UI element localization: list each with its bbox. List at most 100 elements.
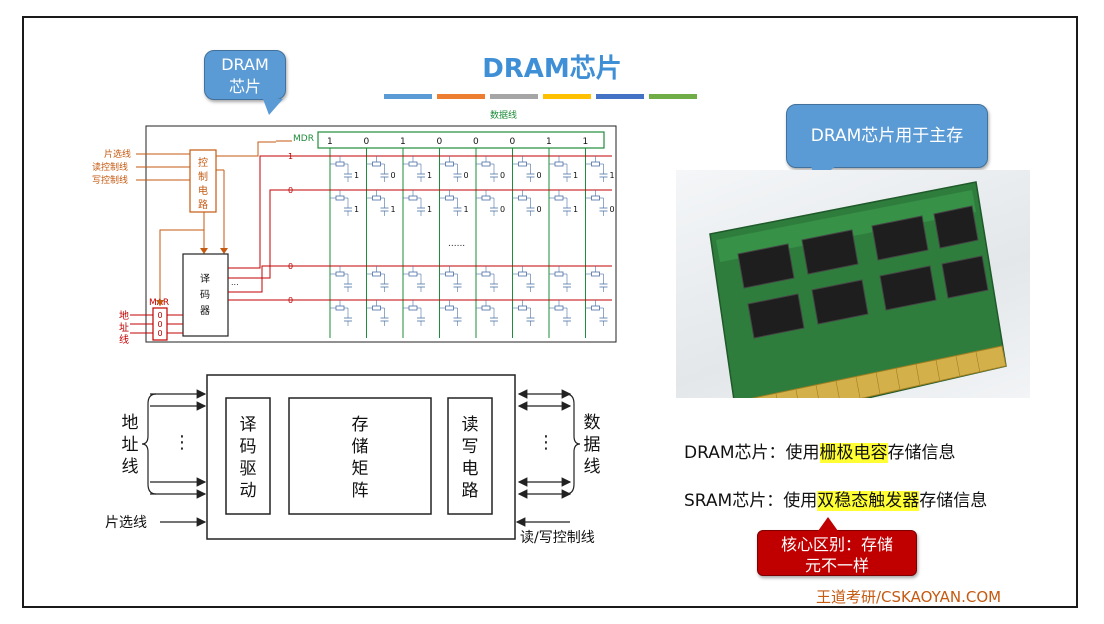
title-color-bar: [384, 94, 432, 99]
title-color-bar: [543, 94, 591, 99]
storage-matrix-char: 矩: [352, 459, 369, 479]
decoder-char: 译: [200, 273, 210, 285]
cell-bit: 0: [500, 205, 505, 214]
core-difference-line2: 元不一样: [804, 556, 869, 575]
rw-circuit-box: [447, 397, 493, 515]
decoder-driver-char: 码: [240, 437, 257, 457]
address-line-char: 地: [119, 309, 129, 322]
cell-bit: 1: [573, 171, 578, 180]
sram-description-suffix: 存储信息: [919, 491, 988, 511]
mdr-label: MDR: [293, 134, 314, 144]
address-lines-char: 地: [122, 413, 139, 433]
footer-brand: 王道考研/CSKAOYAN.COM: [816, 588, 1002, 606]
circuit-frame: [145, 125, 617, 343]
chip-select-label: 片选线: [105, 515, 147, 531]
title-color-bar: [490, 94, 538, 99]
rw-circuit-char: 写: [462, 437, 479, 457]
ram-module-photo: [676, 170, 1030, 429]
mdr-register: [317, 131, 605, 149]
mdr-bit: 0: [364, 137, 370, 147]
ram-module-illustration: [709, 181, 1007, 429]
dram-description-suffix: 存储信息: [887, 443, 956, 463]
mar-bit: 0: [157, 320, 162, 329]
address-vdots: ⋮: [173, 432, 191, 453]
sram-description-highlight: 双稳态触发器: [817, 491, 920, 511]
mdr-bit: 0: [473, 137, 479, 147]
decoder-char: 器: [200, 305, 210, 317]
core-difference-callout: 核心区别：存储 元不一样: [757, 517, 917, 576]
decoder-box: [182, 253, 229, 337]
storage-matrix-char: 存: [352, 415, 369, 435]
data-lines-char: 线: [584, 457, 601, 477]
title-color-bar: [649, 94, 697, 99]
title-color-bar: [437, 94, 485, 99]
decoder-driver-char: 驱: [240, 459, 257, 479]
address-lines-char: 址: [122, 435, 139, 455]
control-circuit-box: [189, 149, 217, 213]
mar-bits: 000: [157, 311, 162, 338]
title-color-bar: [596, 94, 644, 99]
cell-bit: 0: [391, 171, 396, 180]
mdr-bit: 1: [546, 137, 552, 147]
core-difference-line1: 核心区别：存储: [780, 535, 893, 554]
address-line-char: 址: [119, 321, 129, 334]
address-brace: [141, 393, 157, 495]
cell-bit: 1: [354, 205, 359, 214]
cell-bit: 1: [610, 171, 615, 180]
storage-matrix-char: 阵: [352, 481, 369, 501]
rw-circuit-char: 电: [462, 459, 479, 479]
cell-bit: 1: [354, 171, 359, 180]
cell-bit: 1: [464, 205, 469, 214]
dram-callout-line1: DRAM: [221, 55, 269, 74]
main-memory-callout-text: DRAM芯片用于主存: [810, 126, 964, 146]
control-circuit-char: 路: [198, 198, 208, 211]
signal-read-control: 读控制线: [92, 161, 128, 173]
decoder-label: 译码器: [200, 273, 210, 317]
rw-circuit-char: 路: [462, 481, 479, 501]
dram-description: DRAM芯片：使用栅极电容存储信息: [684, 438, 956, 463]
address-lines-char: 线: [122, 457, 139, 477]
cell-bit: 1: [573, 205, 578, 214]
decoder-driver-char: 译: [240, 415, 257, 435]
data-brace: [565, 393, 581, 495]
main-memory-callout: DRAM芯片用于主存: [786, 104, 988, 183]
control-circuit-char: 制: [198, 170, 208, 183]
data-lines-char: 数: [584, 413, 601, 433]
title-color-bars: [384, 94, 697, 99]
mdr-bit: 1: [400, 137, 406, 147]
dram-description-prefix: DRAM芯片：使用: [684, 443, 820, 463]
dram-description-highlight: 栅极电容: [819, 443, 888, 463]
address-line-char: 线: [119, 333, 129, 346]
storage-matrix-box: [288, 397, 432, 515]
cell-bit: 0: [500, 171, 505, 180]
cell-bit: 0: [537, 205, 542, 214]
control-circuit-char: 电: [198, 184, 208, 197]
control-circuit-char: 控: [198, 156, 208, 169]
decoder-ellipsis: ...: [231, 278, 239, 287]
matrix-ellipsis: ......: [448, 239, 465, 249]
decoder-char: 码: [200, 289, 210, 301]
cell-bit: 1: [427, 171, 432, 180]
cell-bit: 1: [391, 205, 396, 214]
cell-bit: 0: [464, 171, 469, 180]
mdr-bit: 0: [510, 137, 516, 147]
cell-bit: 1: [427, 205, 432, 214]
data-lines-char: 据: [584, 435, 601, 455]
circuit-address-lines-label: 地址线: [119, 309, 129, 346]
rw-circuit-char: 读: [462, 415, 479, 435]
mdr-bit: 1: [327, 137, 333, 147]
rw-control-label: 读/写控制线: [520, 529, 595, 546]
dram-callout-line2: 芯片: [228, 77, 261, 96]
mar-bit: 0: [157, 329, 162, 338]
decoder-driver-char: 动: [240, 481, 257, 501]
signal-chip-select: 片选线: [104, 148, 131, 160]
data-vdots: ⋮: [537, 432, 555, 453]
data-line-label: 数据线: [490, 109, 517, 121]
sram-description: SRAM芯片：使用双稳态触发器存储信息: [684, 486, 987, 511]
mar-bit: 0: [157, 311, 162, 320]
